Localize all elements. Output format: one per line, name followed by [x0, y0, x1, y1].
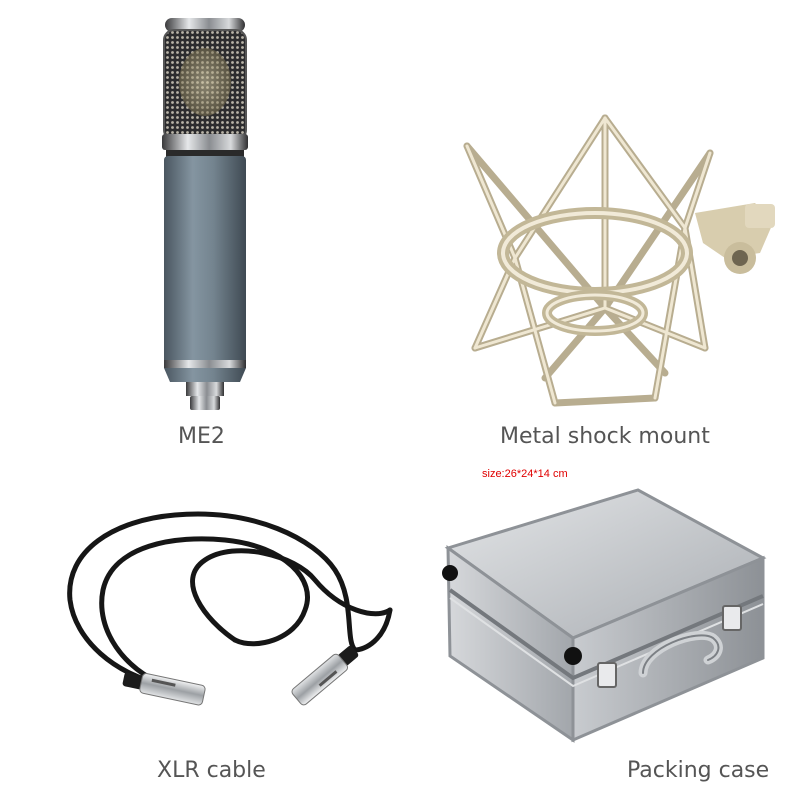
caption-shock-mount: Metal shock mount	[500, 424, 710, 449]
xlr-cable-image	[55, 500, 395, 725]
packing-case-image	[438, 478, 773, 750]
case-size-note: size:26*24*14 cm	[482, 468, 568, 480]
shock-mount-image	[455, 108, 785, 413]
microphone-image	[140, 10, 270, 415]
caption-packing-case: Packing case	[627, 758, 770, 783]
caption-microphone: ME2	[178, 424, 225, 449]
caption-xlr-cable: XLR cable	[157, 758, 266, 783]
